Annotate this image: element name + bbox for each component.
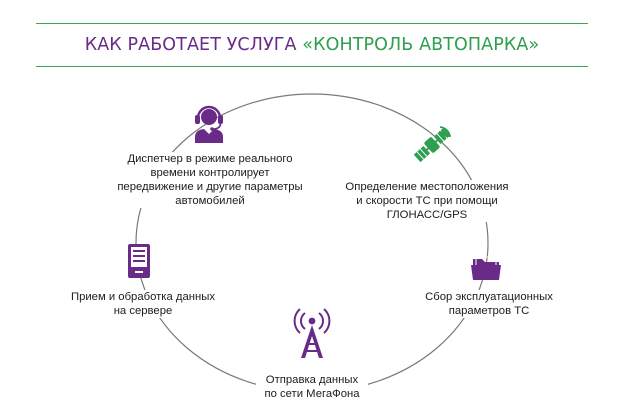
step-parameters-label: Сбор эксплуатационных параметров ТС xyxy=(416,290,562,318)
step-positioning-label: Определение местоположения и скорости ТС… xyxy=(337,180,517,222)
page-title: КАК РАБОТАЕТ УСЛУГА «КОНТРОЛЬ АВТОПАРКА» xyxy=(0,35,624,55)
title-service-name: «КОНТРОЛЬ АВТОПАРКА» xyxy=(302,35,540,55)
title-top-rule xyxy=(36,23,588,24)
step-dispatcher-label: Диспетчер в режиме реального времени кон… xyxy=(110,152,310,208)
step-transmission-label: Отправка данных по сети МегаФона xyxy=(256,373,368,401)
operator-headset-icon xyxy=(195,105,223,143)
satellite-icon xyxy=(413,126,451,163)
folder-icon xyxy=(471,256,501,280)
title-text: КАК РАБОТАЕТ УСЛУГА xyxy=(84,35,303,55)
title-bottom-rule xyxy=(36,66,588,67)
step-server-label: Прием и обработка данных на сервере xyxy=(55,290,231,318)
server-icon xyxy=(128,244,150,278)
radio-tower-icon xyxy=(293,308,331,358)
